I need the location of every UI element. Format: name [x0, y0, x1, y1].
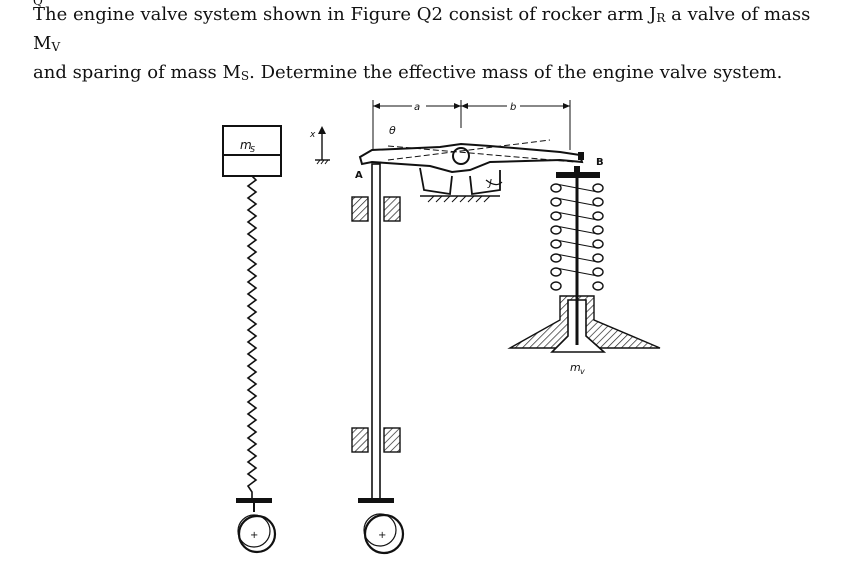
- question-prefix: The engine valve system shown in Figure …: [33, 4, 657, 25]
- mass-ms-subscript: S: [250, 145, 255, 154]
- mass-ms-label: m: [240, 138, 252, 152]
- question-text: The engine valve system shown in Figure …: [33, 2, 843, 89]
- rocker-subscript: R: [656, 11, 666, 25]
- svg-text:+: +: [250, 530, 258, 541]
- valve-subscript: V: [51, 40, 61, 54]
- x-coordinate-arrow: x: [309, 126, 330, 165]
- point-a-label: A: [355, 170, 363, 181]
- svg-text:+: +: [378, 530, 386, 541]
- dimension-lines: a b θ: [372, 100, 571, 150]
- left-spring: [246, 175, 258, 500]
- point-b-label: B: [596, 157, 604, 168]
- spring-subscript: S: [240, 69, 250, 83]
- dimension-b-label: b: [510, 102, 516, 113]
- question-line2-b: . Determine the effective mass of the en…: [249, 62, 783, 83]
- valve-assembly: m v: [507, 166, 661, 376]
- rocker-j-label: J: [487, 178, 492, 189]
- x-label: x: [309, 130, 316, 140]
- rocker-arm: J B A: [355, 139, 604, 203]
- theta-label: θ: [389, 124, 396, 137]
- cropped-previous-line: Q: [33, 0, 43, 8]
- mass-mv-label: m: [570, 361, 581, 374]
- dimension-a-label: a: [414, 102, 420, 113]
- question-line2-a: and sparing of mass M: [33, 62, 241, 83]
- mass-mv-subscript: v: [580, 367, 585, 376]
- push-rod: +: [351, 163, 405, 555]
- mass-ms-block: m S: [222, 125, 282, 177]
- left-cam-assembly: +: [236, 498, 277, 554]
- question-middle: a valve of mass M: [33, 4, 811, 54]
